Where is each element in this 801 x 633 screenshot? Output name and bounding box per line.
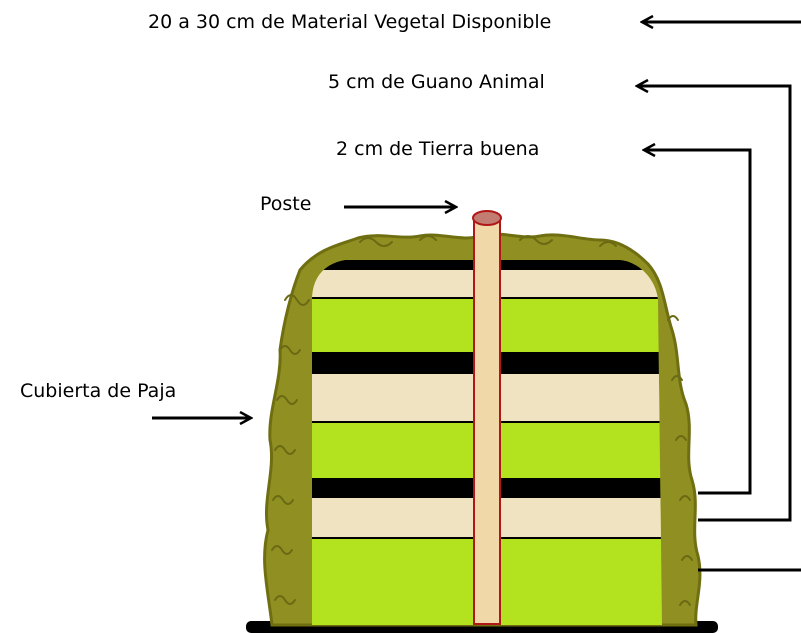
label-guano-animal: 5 cm de Guano Animal	[328, 71, 545, 93]
label-tierra-buena: 2 cm de Tierra buena	[336, 138, 539, 160]
arrow-guano-animal	[638, 86, 792, 522]
straw-texture	[271, 235, 693, 606]
post	[473, 217, 501, 625]
arrow-tierra-buena	[645, 150, 752, 495]
callout-arrows	[152, 22, 801, 572]
label-cubierta-paja: Cubierta de Paja	[20, 380, 176, 402]
label-poste: Poste	[260, 193, 311, 215]
label-material-vegetal: 20 a 30 cm de Material Vegetal Disponibl…	[148, 11, 551, 33]
post-top	[472, 210, 502, 226]
